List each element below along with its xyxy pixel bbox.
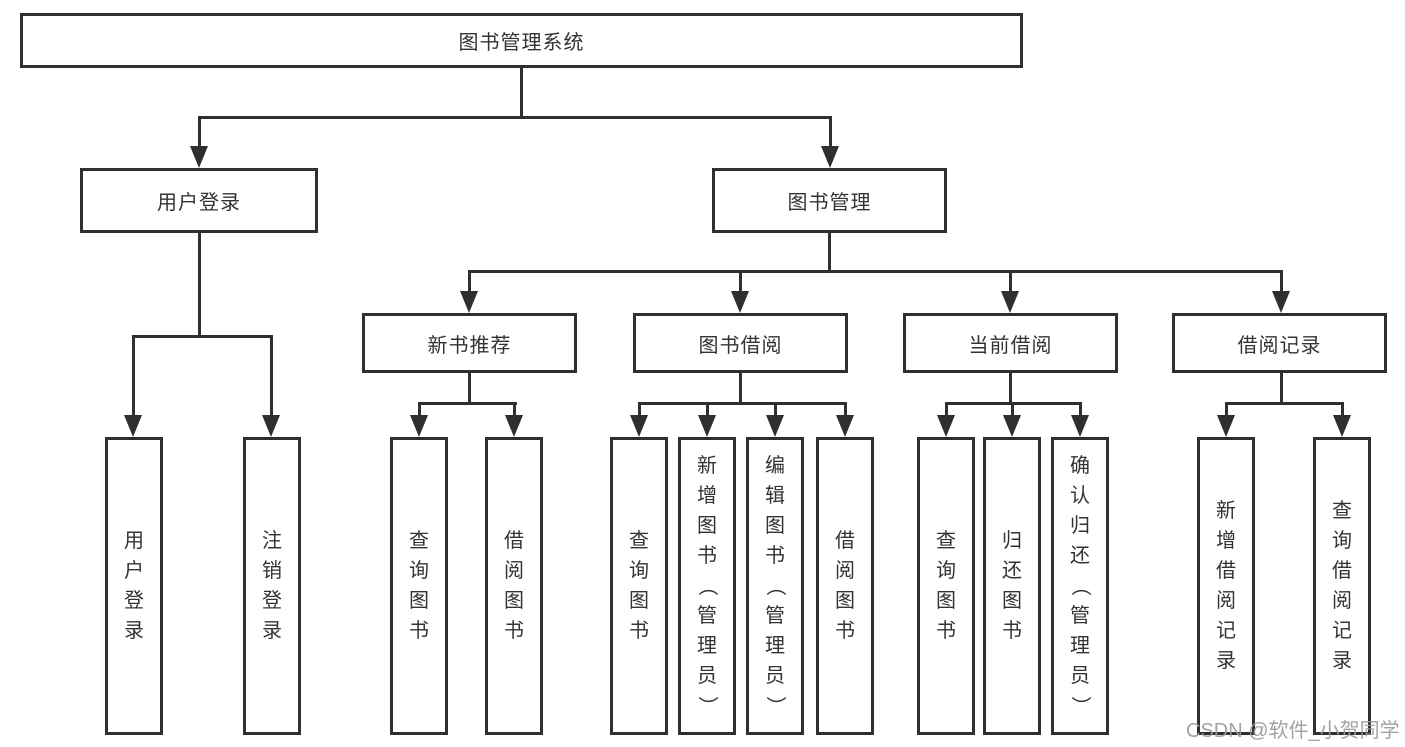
connector-root-to-book-management [829, 116, 832, 148]
connector-record-split [1225, 402, 1344, 405]
node-user-login: 用户登录 [80, 168, 318, 233]
connector-to-borrow-record [1280, 270, 1283, 293]
connector-to-record-add [1225, 402, 1228, 417]
arrow-down-icon [505, 415, 523, 437]
arrow-down-icon [460, 291, 478, 313]
connector-recommend-trunk [468, 371, 471, 405]
connector-to-book-borrow [739, 270, 742, 293]
connector-to-current-borrow [1009, 270, 1012, 293]
leaf-recommend-query-book: 查询图书 [390, 437, 448, 735]
connector-to-record-query [1341, 402, 1344, 417]
watermark: CSDN @软件_小贺同学 [1186, 720, 1400, 742]
leaf-record-query: 查询借阅记录 [1313, 437, 1371, 735]
leaf-logout: 注销登录 [243, 437, 301, 735]
connector-root-to-user-login [198, 116, 201, 148]
node-current-borrow: 当前借阅 [903, 313, 1118, 373]
leaf-borrow-add-book: 新增图书（管理员） [678, 437, 736, 735]
node-book-management-label: 图书管理 [787, 192, 872, 214]
arrow-down-icon [1272, 291, 1290, 313]
node-new-book-recommend: 新书推荐 [362, 313, 577, 373]
node-root-label: 图书管理系统 [458, 32, 585, 54]
arrow-down-icon [937, 415, 955, 437]
connector-recommend-split [418, 402, 517, 405]
connector-to-borrow-borrow [844, 402, 847, 417]
connector-to-current-confirm [1079, 402, 1082, 417]
leaf-borrow-query-book: 查询图书 [610, 437, 668, 735]
leaf-recommend-borrow-book: 借阅图书 [485, 437, 543, 735]
leaf-current-confirm-return: 确认归还（管理员） [1051, 437, 1109, 735]
connector-to-borrow-query [638, 402, 641, 417]
connector-to-recommend-query [418, 402, 421, 417]
arrow-down-icon [190, 146, 208, 168]
connector-to-current-return [1011, 402, 1014, 417]
arrow-down-icon [124, 415, 142, 437]
node-user-login-label: 用户登录 [157, 192, 241, 214]
leaf-borrow-edit-book: 编辑图书（管理员） [746, 437, 804, 735]
node-current-borrow-label: 当前借阅 [968, 334, 1053, 357]
arrow-down-icon [836, 415, 854, 437]
arrow-down-icon [1003, 415, 1021, 437]
connector-to-borrow-add [706, 402, 709, 417]
arrow-down-icon [1333, 415, 1351, 437]
arrow-down-icon [821, 146, 839, 168]
node-borrow-record-label: 借阅记录 [1237, 334, 1322, 357]
connector-book-management-split [468, 270, 1283, 273]
connector-root-split [198, 116, 832, 119]
arrow-down-icon [766, 415, 784, 437]
arrow-down-icon [630, 415, 648, 437]
leaf-record-add: 新增借阅记录 [1197, 437, 1255, 735]
node-borrow-record: 借阅记录 [1172, 313, 1387, 373]
connector-to-new-book-recommend [468, 270, 471, 293]
node-book-management: 图书管理 [712, 168, 947, 233]
arrow-down-icon [1071, 415, 1089, 437]
leaf-current-return-book: 归还图书 [983, 437, 1041, 735]
connector-record-trunk [1280, 371, 1283, 405]
connector-to-leaf-user-login [132, 335, 135, 417]
connector-book-borrow-trunk [739, 371, 742, 405]
arrow-down-icon [410, 415, 428, 437]
connector-to-current-query [945, 402, 948, 417]
node-root: 图书管理系统 [20, 13, 1023, 68]
node-book-borrow: 图书借阅 [633, 313, 848, 373]
arrow-down-icon [731, 291, 749, 313]
arrow-down-icon [262, 415, 280, 437]
arrow-down-icon [698, 415, 716, 437]
node-book-borrow-label: 图书借阅 [698, 334, 783, 357]
connector-user-login-split [132, 335, 273, 338]
arrow-down-icon [1001, 291, 1019, 313]
connector-book-borrow-split [638, 402, 847, 405]
connector-current-trunk [1009, 371, 1012, 405]
leaf-current-query-book: 查询图书 [917, 437, 975, 735]
connector-book-management-trunk [828, 231, 831, 273]
leaf-user-login: 用户登录 [105, 437, 163, 735]
leaf-borrow-borrow-book: 借阅图书 [816, 437, 874, 735]
connector-to-borrow-edit [774, 402, 777, 417]
connector-to-leaf-logout [270, 335, 273, 417]
connector-user-login-trunk [198, 231, 201, 338]
node-new-book-recommend-label: 新书推荐 [427, 334, 512, 357]
connector-root-trunk [520, 66, 523, 118]
arrow-down-icon [1217, 415, 1235, 437]
connector-to-recommend-borrow [513, 402, 516, 417]
